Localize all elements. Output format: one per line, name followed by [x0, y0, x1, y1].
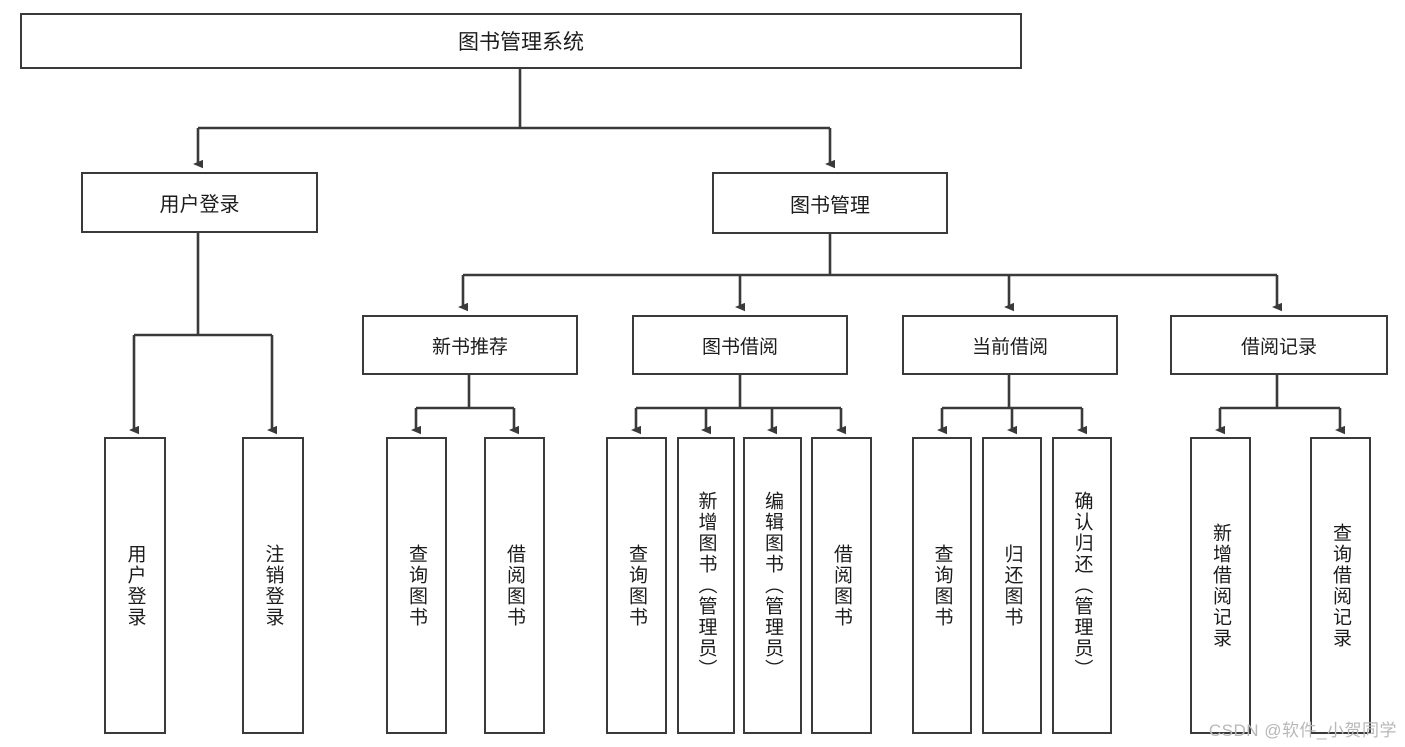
- node-label: 注销登录: [262, 543, 284, 628]
- node-label: 借阅图书: [831, 543, 852, 628]
- node-label: 查询图书: [931, 543, 953, 628]
- node-label: 归还图书: [1001, 543, 1023, 628]
- node-leaf-borrow-book-recommend[interactable]: 借阅图书: [484, 437, 545, 734]
- node-label: 当前借阅: [971, 336, 1048, 358]
- node-book-management[interactable]: 图书管理: [712, 172, 948, 234]
- node-label: 查询图书: [406, 543, 427, 628]
- node-label: 用户登录: [124, 543, 146, 628]
- node-leaf-user-login[interactable]: 用户登录: [104, 437, 166, 734]
- node-leaf-edit-book-admin[interactable]: 编辑图书（管理员）: [743, 437, 802, 734]
- node-book-borrow[interactable]: 图书借阅: [632, 315, 848, 375]
- node-label: 查询图书: [626, 543, 647, 628]
- node-label: 编辑图书（管理员）: [762, 491, 783, 680]
- node-new-book-recommend[interactable]: 新书推荐: [362, 315, 578, 375]
- node-leaf-return-book[interactable]: 归还图书: [982, 437, 1042, 734]
- node-label: 查询借阅记录: [1330, 522, 1351, 649]
- node-label: 新增借阅记录: [1210, 522, 1231, 649]
- node-label: 用户登录: [159, 194, 240, 216]
- node-leaf-query-borrow-record[interactable]: 查询借阅记录: [1310, 437, 1371, 734]
- node-label: 确认归还（管理员）: [1071, 491, 1093, 680]
- node-leaf-query-book-recommend[interactable]: 查询图书: [386, 437, 447, 734]
- node-root-book-management-system[interactable]: 图书管理系统: [20, 13, 1022, 69]
- node-label: 图书借阅: [701, 336, 778, 358]
- watermark-text: CSDN @软件_小贺同学: [1208, 721, 1397, 740]
- node-leaf-borrow-book[interactable]: 借阅图书: [811, 437, 872, 734]
- node-leaf-query-book-borrow[interactable]: 查询图书: [606, 437, 667, 734]
- node-leaf-add-borrow-record[interactable]: 新增借阅记录: [1190, 437, 1251, 734]
- node-label: 图书管理: [790, 194, 870, 217]
- node-label: 图书管理系统: [458, 31, 584, 54]
- node-borrow-record[interactable]: 借阅记录: [1170, 315, 1388, 375]
- node-label: 新书推荐: [431, 336, 508, 358]
- node-current-borrow[interactable]: 当前借阅: [902, 315, 1118, 375]
- node-label: 新增图书（管理员）: [695, 491, 717, 680]
- node-leaf-add-book-admin[interactable]: 新增图书（管理员）: [677, 437, 735, 734]
- node-user-login[interactable]: 用户登录: [81, 172, 318, 233]
- node-leaf-confirm-return-admin[interactable]: 确认归还（管理员）: [1052, 437, 1112, 734]
- node-leaf-logout-login[interactable]: 注销登录: [242, 437, 304, 734]
- node-leaf-query-book-current[interactable]: 查询图书: [912, 437, 972, 734]
- node-label: 借阅图书: [504, 543, 525, 628]
- node-label: 借阅记录: [1240, 336, 1317, 358]
